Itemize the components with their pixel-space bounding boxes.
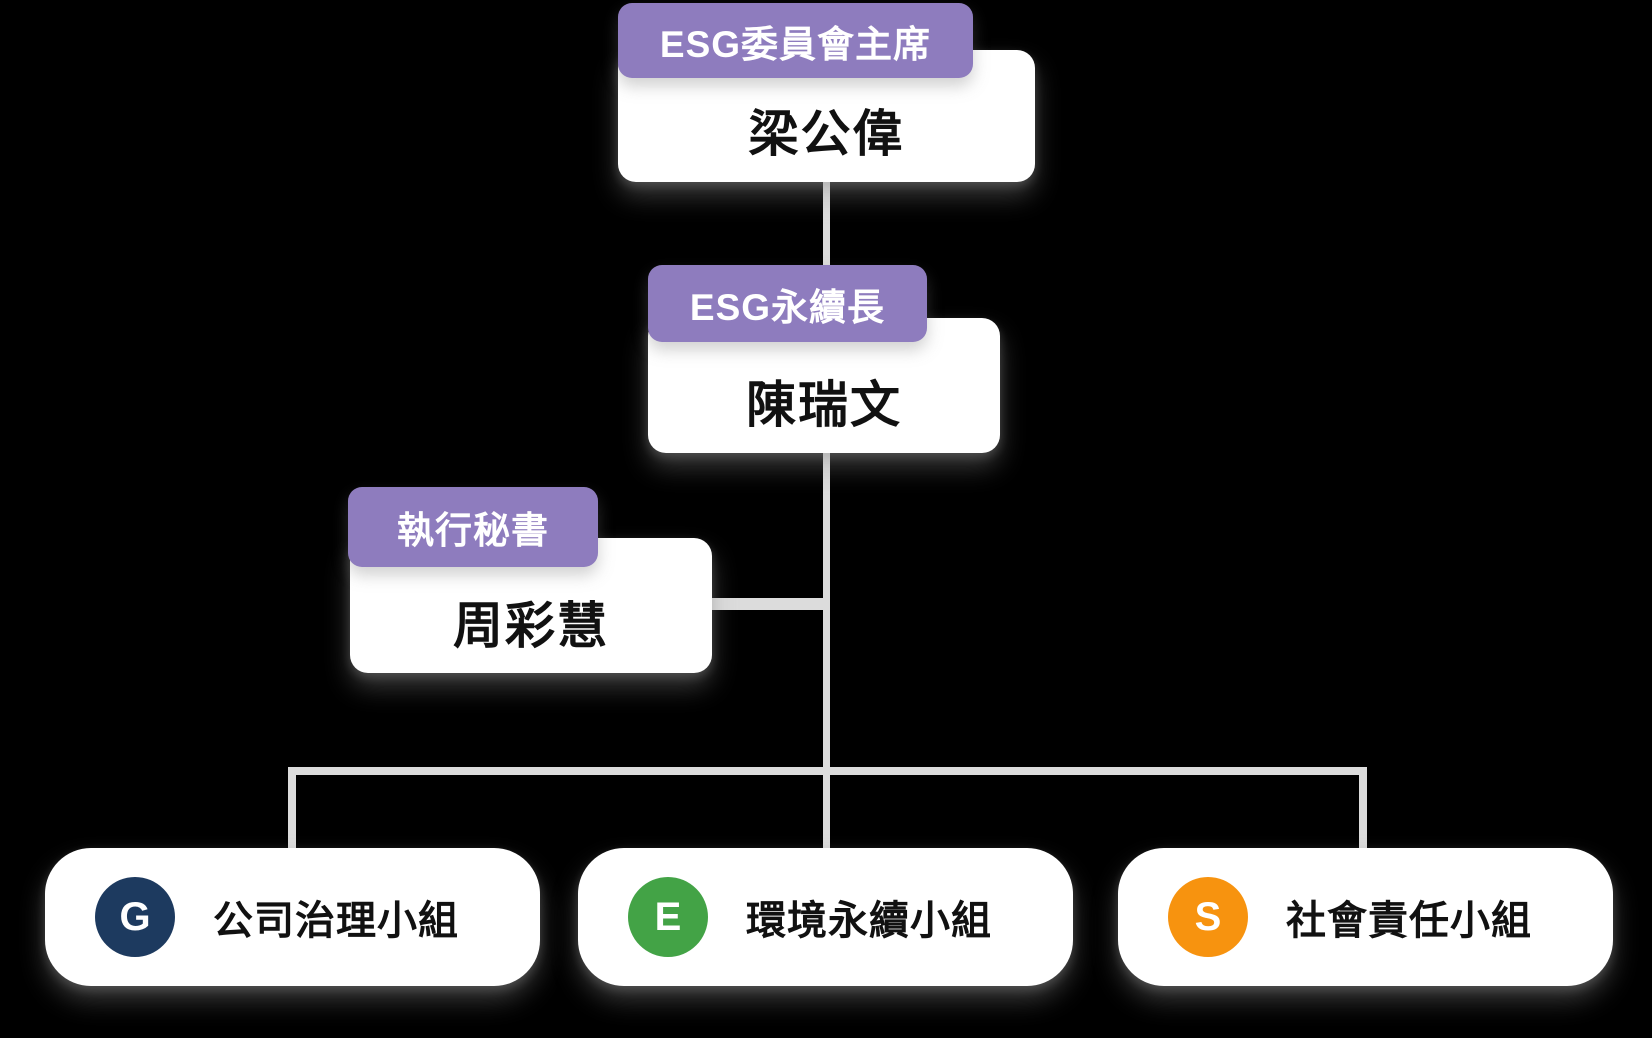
chairman-name: 梁公偉 [748, 106, 905, 162]
team-box-governance: G 公司治理小組 [45, 848, 540, 986]
governance-letter: G [119, 894, 151, 939]
team-box-social: S 社會責任小組 [1118, 848, 1613, 986]
environment-team-label: 環境永續小組 [746, 899, 992, 943]
social-s-icon: S [1168, 877, 1248, 957]
team-box-environment: E 環境永續小組 [578, 848, 1073, 986]
social-letter: S [1194, 894, 1222, 939]
environment-letter: E [654, 894, 682, 939]
connector-secretary [702, 598, 830, 610]
environment-e-icon: E [628, 877, 708, 957]
social-team-label: 社會責任小組 [1286, 899, 1532, 943]
connector-officer-to-branch [823, 445, 830, 852]
executive-secretary-name: 周彩慧 [453, 597, 609, 654]
sustainability-officer-name: 陳瑞文 [746, 376, 902, 433]
executive-secretary-role-label: 執行秘書 [397, 510, 549, 551]
connector-chairman-to-officer [823, 175, 830, 270]
connector-branch-bar [288, 767, 1367, 775]
connector-drop-governance [288, 767, 296, 852]
role-badge-chairman: ESG委員會主席 [618, 3, 973, 78]
sustainability-officer-role-label: ESG永續長 [689, 286, 886, 328]
connector-drop-social [1359, 767, 1367, 852]
chairman-role-label: ESG委員會主席 [659, 23, 932, 65]
governance-g-icon: G [95, 877, 175, 957]
role-badge-sustainability-officer: ESG永續長 [648, 265, 927, 342]
governance-team-label: 公司治理小組 [213, 899, 459, 943]
role-badge-executive-secretary: 執行秘書 [348, 487, 598, 567]
